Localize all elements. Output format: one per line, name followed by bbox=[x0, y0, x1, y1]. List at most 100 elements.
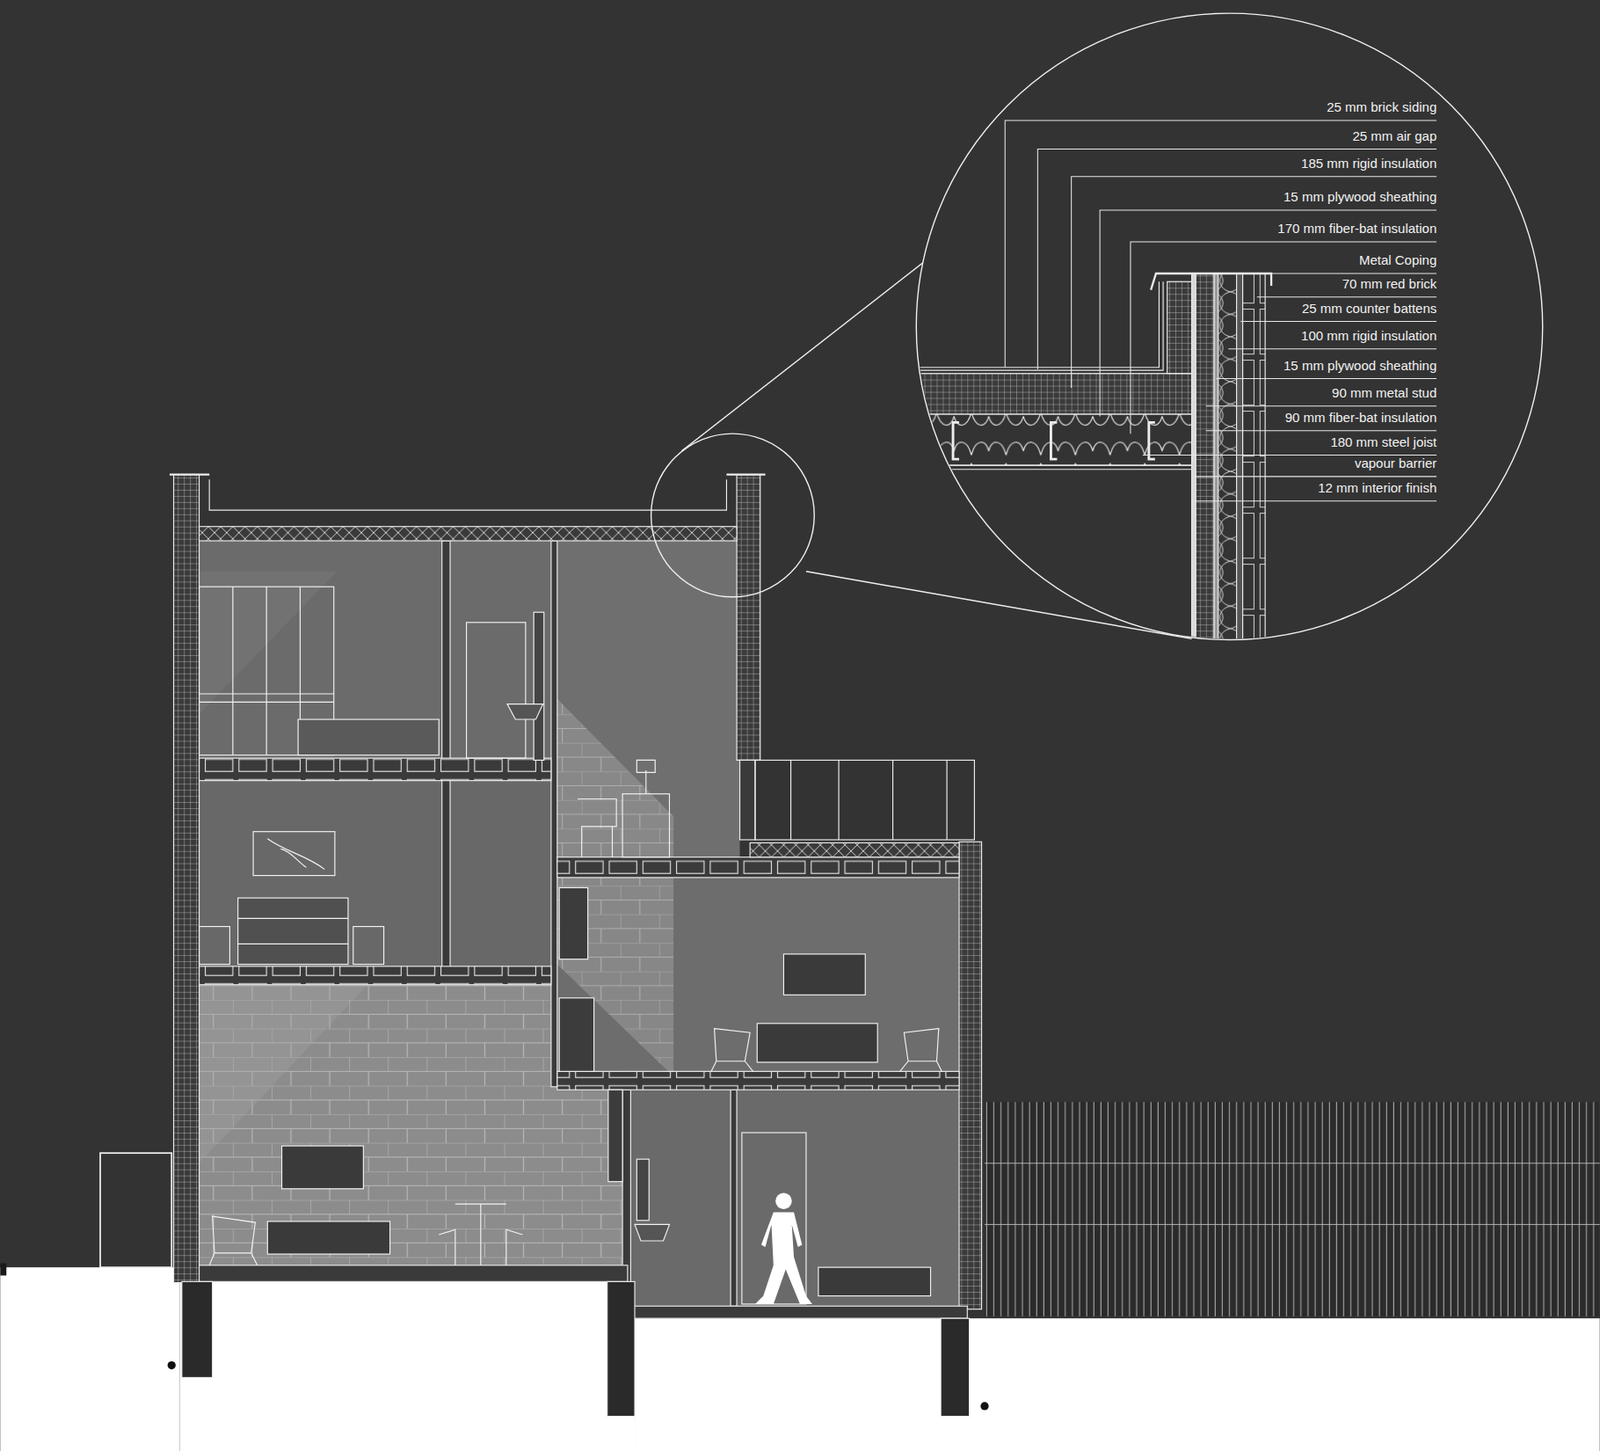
leader-line bbox=[1215, 378, 1437, 379]
partition bbox=[442, 540, 451, 969]
picture bbox=[253, 831, 335, 876]
floor-slab bbox=[199, 966, 552, 985]
red-brick bbox=[1243, 273, 1266, 662]
picture-art bbox=[267, 838, 325, 870]
person-figure bbox=[755, 1192, 813, 1303]
exterior-box bbox=[100, 1152, 172, 1267]
rooms bbox=[199, 540, 960, 1306]
desk bbox=[622, 793, 670, 858]
light-beam bbox=[199, 571, 338, 714]
lamp bbox=[636, 759, 655, 793]
callout-label: 90 mm fiber-bat insulation bbox=[1285, 409, 1438, 426]
partition bbox=[730, 1089, 737, 1306]
ceiling bbox=[913, 465, 1193, 470]
floor-slab bbox=[199, 757, 552, 781]
callout-label: 25 mm counter battens bbox=[1301, 300, 1437, 317]
walls bbox=[174, 474, 982, 1310]
fence bbox=[984, 1101, 1600, 1317]
ground-fill bbox=[0, 1266, 180, 1451]
ground-edge bbox=[0, 1262, 7, 1275]
callout-label: vapour barrier bbox=[1354, 455, 1437, 472]
wall bbox=[959, 841, 982, 1309]
tv bbox=[783, 953, 866, 995]
foundation bbox=[607, 1280, 635, 1416]
wall-insulation bbox=[1218, 273, 1237, 662]
callout-label: 70 mm red brick bbox=[1342, 276, 1438, 292]
leader-line bbox=[1260, 272, 1437, 274]
shelf bbox=[559, 997, 594, 1072]
wall bbox=[740, 759, 756, 840]
steel-joist bbox=[952, 421, 1156, 459]
slabs bbox=[169, 474, 970, 1417]
stair-wall bbox=[557, 698, 674, 1077]
ground-fill bbox=[180, 1280, 636, 1451]
middle-room bbox=[199, 780, 552, 969]
bat-insulation bbox=[913, 414, 1193, 466]
sink bbox=[507, 704, 544, 720]
callout-label: 170 mm fiber-bat insulation bbox=[1277, 220, 1437, 237]
person-head bbox=[775, 1192, 793, 1209]
leader-line bbox=[1240, 320, 1437, 322]
leader-line bbox=[1193, 475, 1437, 477]
callout-label: 90 mm metal stud bbox=[1331, 385, 1437, 401]
callout-label: 15 mm plywood sheathing bbox=[1283, 357, 1437, 374]
cabinet bbox=[636, 1158, 649, 1221]
interior-finish bbox=[1192, 273, 1197, 662]
nightstand bbox=[353, 926, 385, 965]
bed bbox=[238, 897, 349, 964]
callout-label: 25 mm brick siding bbox=[1326, 99, 1437, 116]
foundation bbox=[940, 1317, 969, 1416]
shelf bbox=[608, 1089, 623, 1181]
furniture bbox=[199, 586, 943, 1304]
door bbox=[466, 622, 526, 758]
callout-label: 100 mm rigid insulation bbox=[1301, 327, 1437, 344]
floor-slab bbox=[199, 1265, 628, 1282]
leaders bbox=[1004, 120, 1437, 502]
wall bbox=[736, 474, 761, 761]
metal-stud bbox=[1195, 273, 1215, 662]
leader-line bbox=[1206, 405, 1437, 407]
metal-coping bbox=[1150, 273, 1272, 291]
leader-line bbox=[1004, 120, 1437, 368]
zoom-marker bbox=[651, 433, 815, 597]
leader-line bbox=[1130, 241, 1437, 434]
callout-label: 180 mm steel joist bbox=[1330, 434, 1437, 451]
coping bbox=[169, 472, 766, 475]
sofa bbox=[756, 1023, 878, 1062]
armchair bbox=[711, 1028, 754, 1072]
bed-line bbox=[238, 917, 349, 944]
leader-line bbox=[1142, 454, 1437, 456]
ground-fill bbox=[634, 1317, 1600, 1451]
terrace-slab bbox=[749, 842, 960, 857]
dining-table bbox=[438, 1203, 523, 1266]
roof-membrane bbox=[209, 479, 727, 510]
sheathing bbox=[1214, 273, 1219, 662]
callout-label: 185 mm rigid insulation bbox=[1301, 155, 1437, 172]
armchair bbox=[900, 1028, 943, 1072]
leader-line bbox=[1257, 296, 1437, 298]
railing-post bbox=[791, 759, 948, 840]
roof-slab bbox=[199, 526, 737, 541]
wall bbox=[174, 474, 200, 1283]
rigid-insulation bbox=[913, 373, 1193, 415]
railing bbox=[755, 759, 975, 840]
zoom bbox=[651, 13, 1543, 640]
lower-room bbox=[627, 1089, 960, 1306]
survey-dot bbox=[167, 1360, 176, 1369]
glass-railing bbox=[755, 759, 975, 840]
callout-label: Metal Coping bbox=[1359, 252, 1437, 269]
person-body bbox=[755, 1211, 813, 1303]
bed bbox=[298, 719, 439, 756]
light-beam bbox=[199, 984, 368, 1164]
roof-detail bbox=[913, 273, 1272, 662]
shelf bbox=[559, 887, 588, 959]
leader-line bbox=[1037, 148, 1437, 370]
fence-rail bbox=[984, 1163, 1600, 1225]
leader-line bbox=[1192, 500, 1437, 502]
parapet-insulation bbox=[1167, 281, 1193, 373]
bench bbox=[818, 1266, 931, 1295]
callout-label: 15 mm plywood sheathing bbox=[1283, 189, 1437, 205]
leader-line bbox=[1206, 429, 1437, 431]
